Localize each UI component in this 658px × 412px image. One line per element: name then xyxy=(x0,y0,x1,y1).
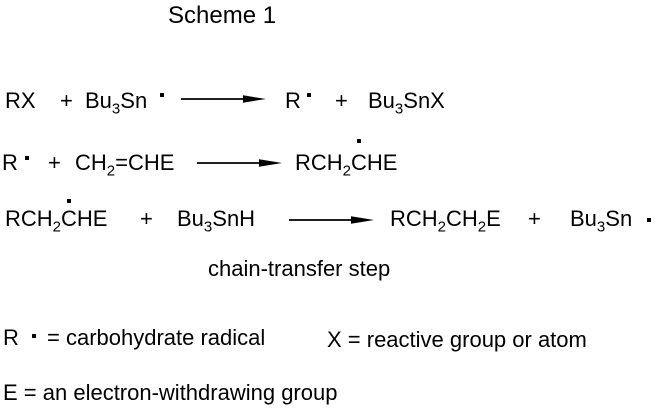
radical-dot xyxy=(67,199,72,203)
reactant-rx: RX xyxy=(5,88,36,113)
alkene-formula: CH2=CHE xyxy=(75,150,175,180)
radical-dot xyxy=(357,139,362,143)
legend-line-r: R = carbohydrate radical xyxy=(0,327,658,353)
tributyltin-radical: Bu3Sn xyxy=(85,88,148,118)
scheme-title: Scheme 1 xyxy=(168,2,277,29)
legend-e-definition: E = an electron-withdrawing group xyxy=(3,380,338,405)
plus-sign: + xyxy=(528,206,541,231)
tributyltin-radical: Bu3Sn xyxy=(570,206,633,236)
reaction-arrow-icon xyxy=(289,214,374,226)
product-r: R xyxy=(285,88,301,113)
tributyltin-hydride: Bu3SnH xyxy=(177,206,256,236)
tributyltin-halide: Bu3SnX xyxy=(368,88,445,118)
chain-transfer-caption: chain-transfer step xyxy=(208,256,391,281)
legend-x-definition: X = reactive group or atom xyxy=(327,327,587,352)
plus-sign: + xyxy=(60,88,73,113)
radical-dot xyxy=(25,156,29,160)
plus-sign: + xyxy=(140,206,153,231)
radical-dot xyxy=(647,218,651,222)
plus-sign: + xyxy=(48,150,61,175)
radical-dot xyxy=(32,334,36,338)
reactant-r: R xyxy=(2,150,18,175)
radical-dot xyxy=(307,93,311,97)
product-formula: RCH2CH2E xyxy=(390,206,501,236)
reaction-arrow-icon xyxy=(181,93,266,105)
reaction-arrow-icon xyxy=(197,157,282,169)
legend-r-definition: = carbohydrate radical xyxy=(47,325,266,350)
legend-r-symbol: R xyxy=(3,325,19,350)
radical-dot xyxy=(160,93,164,97)
reaction-line-1: RX + Bu3Sn R + Bu3SnX xyxy=(0,88,658,118)
plus-sign: + xyxy=(335,88,348,113)
